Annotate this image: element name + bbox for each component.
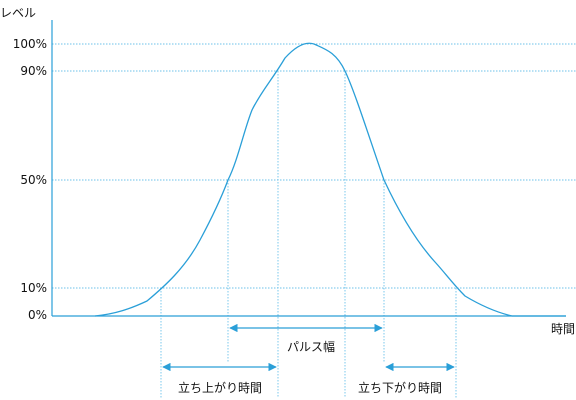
level-label-50: 50%	[20, 173, 47, 187]
level-label-0: 0%	[28, 308, 47, 322]
pulse-curve	[94, 42, 566, 317]
y-axis-label: レベル	[0, 6, 36, 20]
fall-time-label: 立ち下がり時間	[358, 380, 442, 395]
level-label-10: 10%	[20, 281, 47, 295]
level-label-100: 100%	[13, 37, 47, 51]
pulse-width-label: パルス幅	[287, 339, 335, 354]
rise-time-label: 立ち上がり時間	[178, 380, 262, 395]
x-axis-label: 時間	[551, 322, 575, 336]
level-label-90: 90%	[20, 64, 47, 78]
